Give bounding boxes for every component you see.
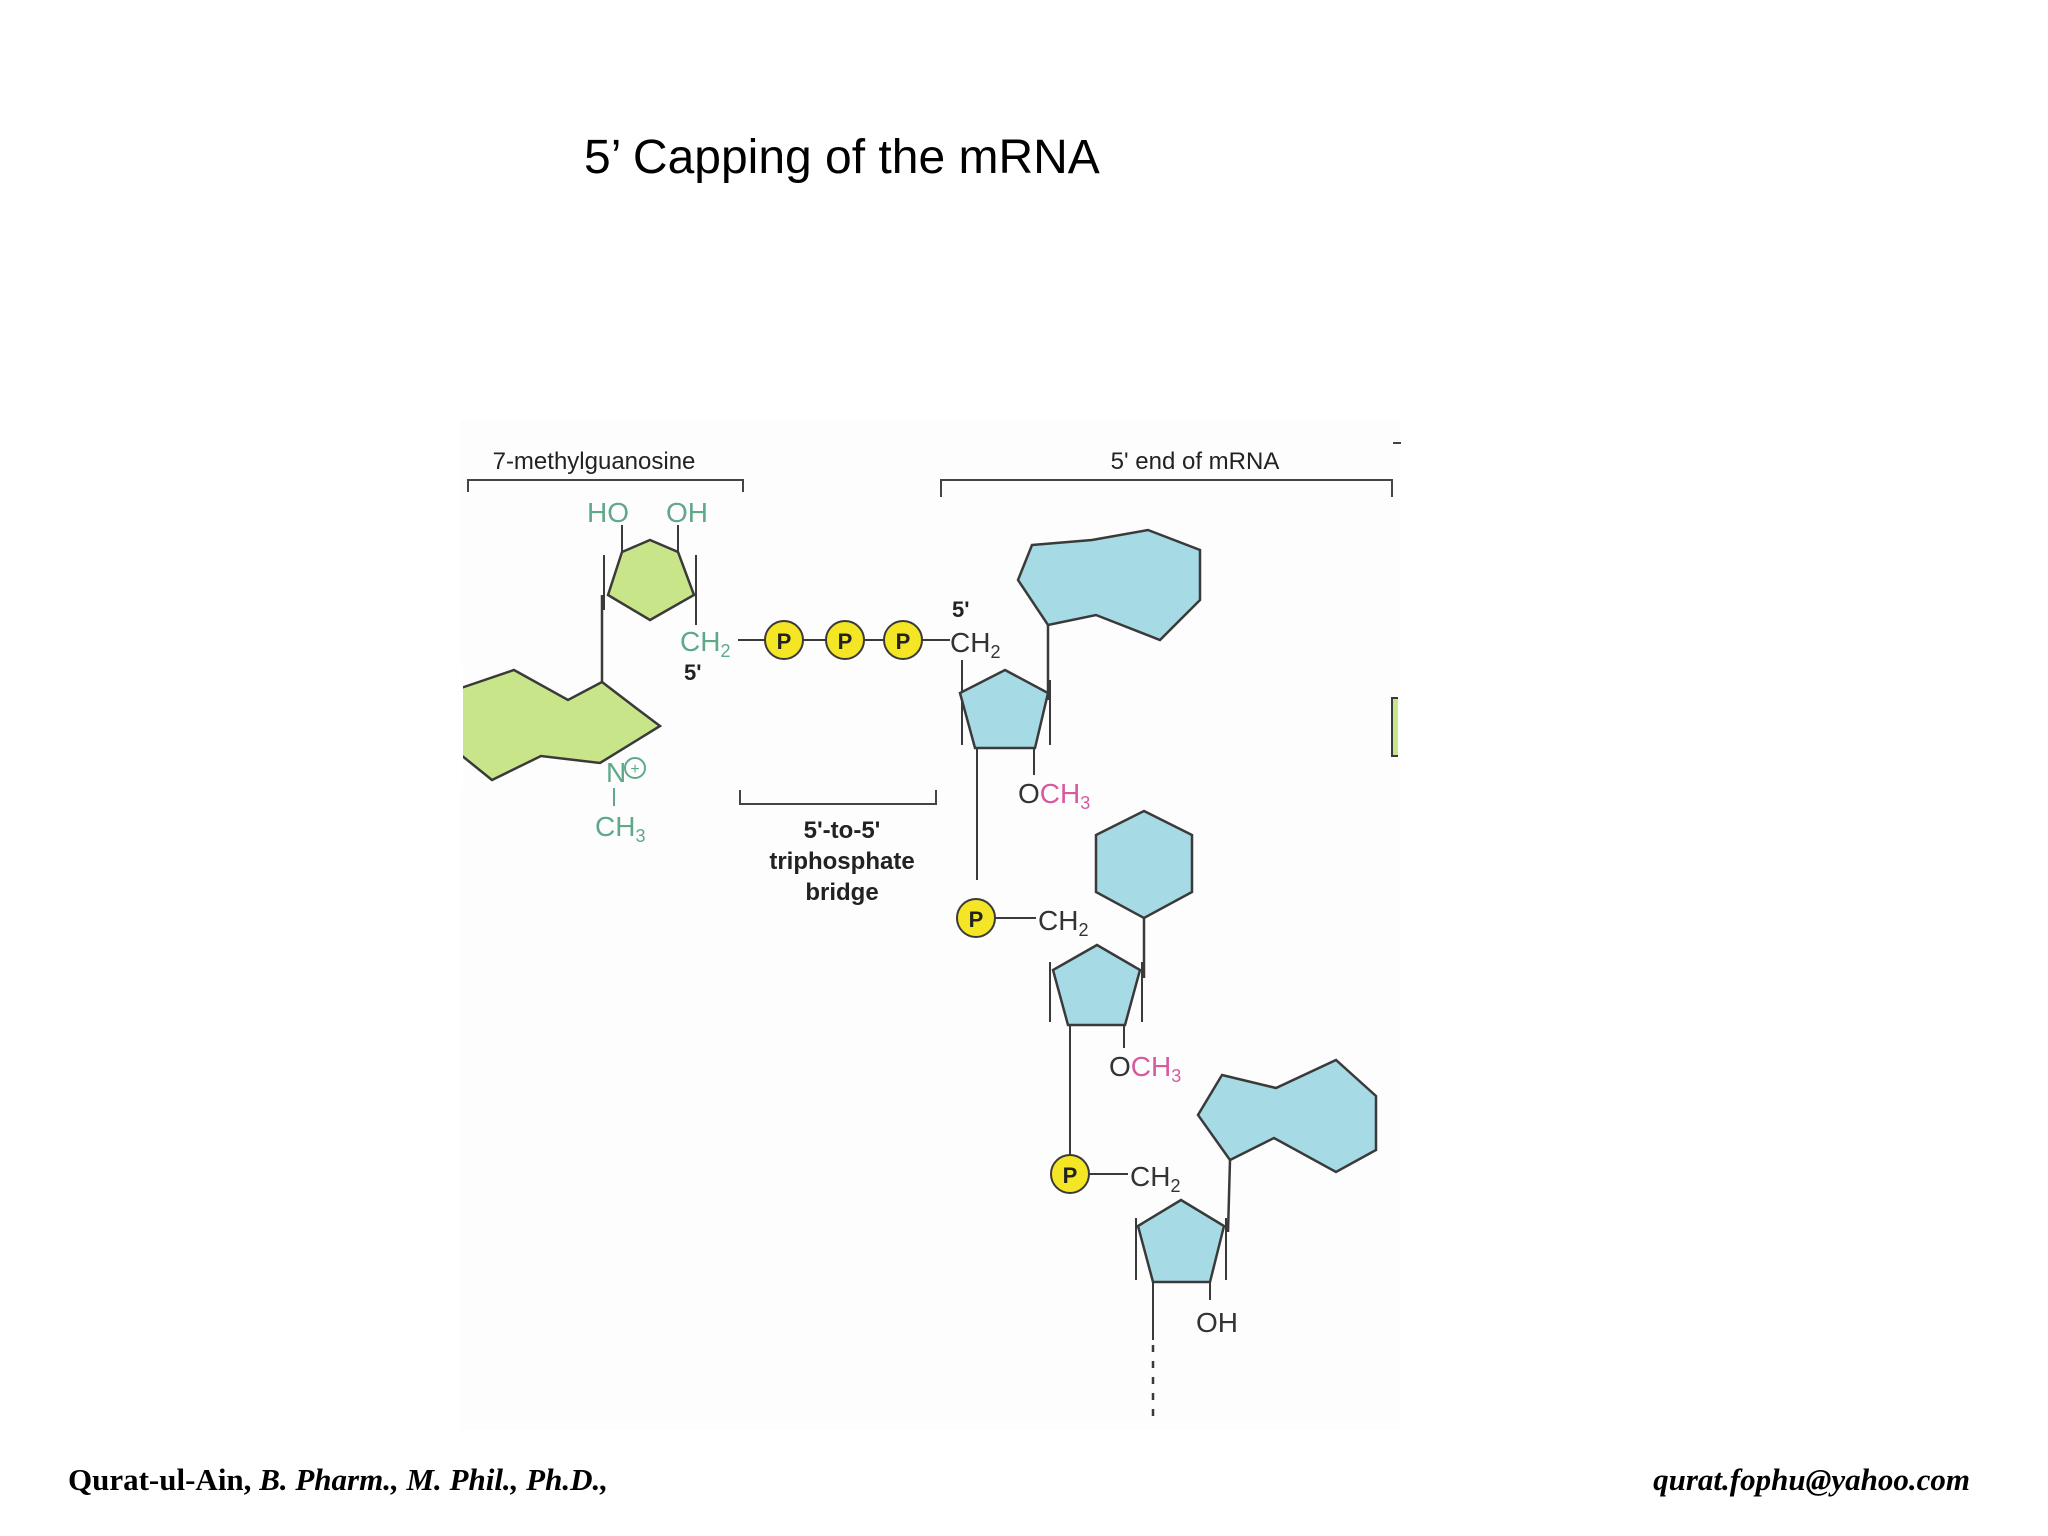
phosphate-1-icon [764, 620, 804, 660]
label-5-end-of-mrna: 5' end of mRNA [1111, 448, 1280, 475]
positive-charge-sign: + [630, 761, 639, 778]
guanosine-ch2: CH2 [680, 626, 730, 661]
guanosine-ho: HO [587, 497, 629, 528]
footer-email: qurat.fophu@yahoo.com [1653, 1462, 1970, 1497]
nucleotide-3-oh: OH [1196, 1307, 1238, 1338]
guanosine-5-prime: 5' [684, 660, 701, 685]
bracket-triphosphate-bridge [739, 790, 937, 805]
diagram-background [460, 420, 1400, 1430]
phosphate-1-label: P [777, 629, 792, 654]
label-bridge-line-3: bridge [805, 879, 878, 906]
cropped-base-edge [455, 660, 463, 790]
footer-credentials: B. Pharm., M. Phil., Ph.D., [251, 1462, 608, 1497]
phosphate-4-label: P [969, 907, 984, 932]
guanine-base-ring [459, 668, 663, 782]
label-bridge-line-1: 5'-to-5' [804, 817, 881, 844]
n-methyl-ch3: CH3 [595, 811, 645, 846]
slide-title: 5’ Capping of the mRNA [584, 131, 1100, 184]
phosphate-2-icon [825, 620, 865, 660]
nucleotide-1-och3: OCH3 [1018, 778, 1090, 813]
nucleotide-3-base-ring [1196, 1058, 1378, 1174]
nucleotide-2-ch2: CH2 [1038, 905, 1088, 940]
nucleotide-1-5-prime: 5' [952, 597, 969, 622]
label-7-methylguanosine: 7-methylguanosine [493, 448, 696, 475]
nucleotide-3-ribose-ring [1136, 1198, 1226, 1284]
phosphate-3-label: P [896, 629, 911, 654]
nucleotide-1-ch2: CH2 [950, 627, 1000, 662]
nucleotide-2-och3: OCH3 [1109, 1051, 1181, 1086]
nucleotide-3-ch2: CH2 [1130, 1161, 1180, 1196]
positive-charge-icon [624, 757, 646, 779]
footer-author: Qurat-ul-Ain, B. Pharm., M. Phil., Ph.D.… [68, 1462, 608, 1498]
label-bridge-line-2: triphosphate [769, 848, 914, 875]
footer-author-name: Qurat-ul-Ain, [68, 1462, 252, 1497]
phosphate-3-icon [883, 620, 923, 660]
n-plus-atom: N [606, 757, 626, 788]
nucleotide-1-ribose-ring [958, 668, 1050, 750]
nucleotide-2-ribose-ring [1051, 943, 1142, 1027]
guanosine-oh: OH [666, 497, 708, 528]
bracket-7-methylguanosine [467, 479, 744, 492]
nucleotide-3-glycosidic-bond [1226, 1159, 1232, 1233]
phosphate-5-label: P [1063, 1163, 1078, 1188]
cropped-partial-shape [1391, 697, 1398, 757]
bracket-5-end-of-mrna [940, 479, 1393, 497]
nucleotide-1-base-ring [1016, 528, 1202, 642]
phosphate-2-label: P [838, 629, 853, 654]
